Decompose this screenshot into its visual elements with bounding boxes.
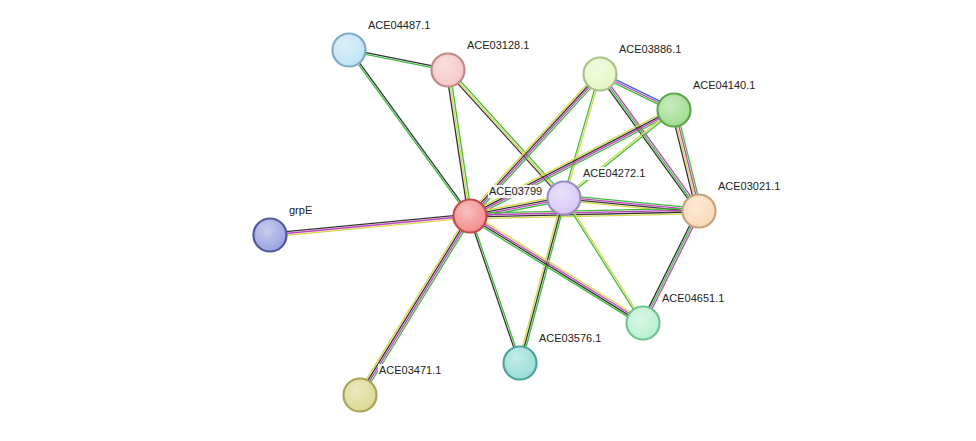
protein-node: ACE04272.1 xyxy=(546,180,582,216)
node-label: ACE03471.1 xyxy=(378,364,442,377)
node-label: ACE04487.1 xyxy=(367,19,431,32)
node-circle xyxy=(452,198,488,234)
node-label: ACE03021.1 xyxy=(717,180,781,193)
node-circle xyxy=(625,305,661,341)
node-circle xyxy=(430,52,466,88)
interaction-edge xyxy=(366,228,464,383)
node-circle xyxy=(582,56,618,92)
protein-node: ACE03799 xyxy=(452,198,488,234)
protein-node: grpE xyxy=(252,217,288,253)
protein-node: ACE04140.1 xyxy=(656,92,692,128)
interaction-edge xyxy=(614,79,661,104)
node-circle xyxy=(252,217,288,253)
interaction-edge xyxy=(486,209,683,219)
interaction-edge xyxy=(576,119,662,188)
interaction-edge xyxy=(474,231,515,348)
node-label: ACE03886.1 xyxy=(618,43,682,56)
protein-node: ACE03471.1 xyxy=(342,377,378,413)
node-circle xyxy=(331,32,367,68)
interaction-edge xyxy=(365,52,433,67)
protein-node: ACE03021.1 xyxy=(681,193,717,229)
interaction-edge xyxy=(286,216,454,236)
protein-node: ACE03886.1 xyxy=(582,56,618,92)
node-label: ACE04651.1 xyxy=(661,292,725,305)
node-label: ACE03799 xyxy=(488,185,543,198)
node-circle xyxy=(681,193,717,229)
interaction-edge xyxy=(449,86,470,201)
node-label: ACE04140.1 xyxy=(692,79,756,92)
node-label: ACE03576.1 xyxy=(538,332,602,345)
protein-node: ACE04487.1 xyxy=(331,32,367,68)
interaction-edge xyxy=(522,213,561,348)
node-circle xyxy=(656,92,692,128)
protein-node: ACE04651.1 xyxy=(625,305,661,341)
interaction-edge xyxy=(482,222,631,317)
interaction-edge xyxy=(675,125,698,196)
protein-node: ACE03128.1 xyxy=(430,52,466,88)
node-circle xyxy=(502,345,538,381)
interaction-edge xyxy=(457,81,554,188)
node-label: grpE xyxy=(288,204,313,217)
protein-node: ACE03576.1 xyxy=(502,345,538,381)
node-label: ACE03128.1 xyxy=(466,39,530,52)
node-circle xyxy=(342,377,378,413)
node-circle xyxy=(546,180,582,216)
node-label: ACE04272.1 xyxy=(582,167,646,180)
